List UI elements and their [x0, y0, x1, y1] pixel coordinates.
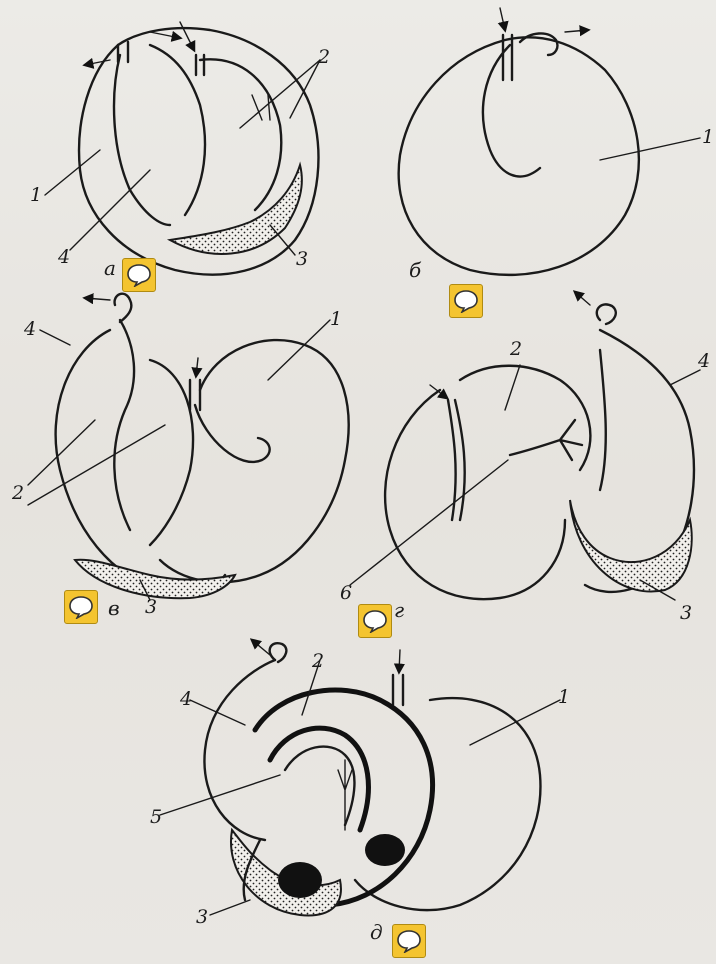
panel-a-caption: а: [104, 258, 116, 278]
panel-b-caption: б: [409, 260, 421, 280]
speech-bubble-icon: [396, 929, 422, 953]
panel-a-label-4: 4: [58, 248, 70, 267]
panel-g-label-3: 3: [680, 604, 692, 623]
panel-d-label-1: 1: [558, 688, 570, 707]
panel-v-comment-button[interactable]: [64, 590, 98, 624]
speech-bubble-icon: [126, 263, 152, 287]
panel-a-label-3: 3: [296, 250, 308, 269]
panel-g-drawing: [350, 292, 700, 600]
panel-b-drawing: [399, 8, 700, 275]
panel-g-label-2: 2: [510, 340, 522, 359]
speech-bubble-icon: [362, 609, 388, 633]
panel-a-drawing: [45, 22, 320, 275]
speech-bubble-icon: [453, 289, 479, 313]
panel-d-label-5: 5: [150, 808, 162, 827]
panel-a-label-2: 2: [318, 48, 330, 67]
panel-g-comment-button[interactable]: [358, 604, 392, 638]
panel-g-caption: г: [394, 600, 404, 620]
panel-d-comment-button[interactable]: [392, 924, 426, 958]
panel-g-label-6: 6: [340, 584, 352, 603]
panel-b-label-1: 1: [702, 128, 714, 147]
panel-v-label-2: 2: [12, 484, 24, 503]
panel-v-label-1: 1: [330, 310, 342, 329]
panel-b-comment-button[interactable]: [449, 284, 483, 318]
speech-bubble-icon: [68, 595, 94, 619]
panel-v-caption: в: [108, 598, 120, 618]
panel-v-drawing: [28, 294, 349, 600]
panel-d-label-4: 4: [180, 690, 192, 709]
panel-v-label-4: 4: [24, 320, 36, 339]
panel-d-label-2: 2: [312, 652, 324, 671]
panel-a-label-1: 1: [30, 186, 42, 205]
panel-g-label-4: 4: [698, 352, 710, 371]
panel-d-drawing: [160, 640, 560, 915]
panel-v-label-3: 3: [145, 598, 157, 617]
panel-a-comment-button[interactable]: [122, 258, 156, 292]
panel-d-label-3: 3: [196, 908, 208, 927]
panel-d-caption: д: [370, 922, 383, 942]
